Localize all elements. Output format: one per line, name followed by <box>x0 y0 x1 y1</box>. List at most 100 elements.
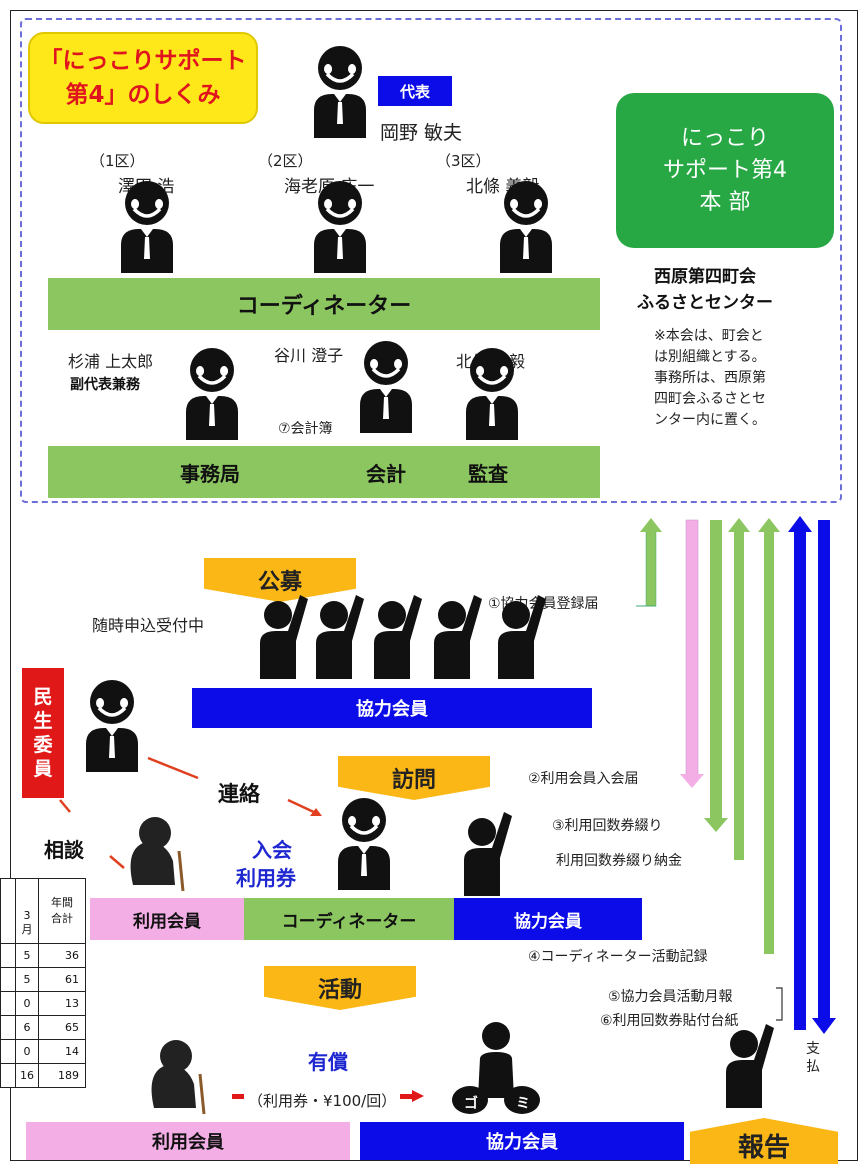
table-cell: 36 <box>38 943 86 968</box>
garbage-worker-figure <box>452 1022 540 1114</box>
partner-members-bar: 協力会員 <box>192 688 592 728</box>
coordinator-figure <box>312 179 368 275</box>
flow-3-label: ③利用回数券綴り <box>552 818 663 834</box>
table-cell: 189 <box>38 1063 86 1088</box>
organization-note: ※本会は、町会と は別組織とする。 事務所は、西原第 四町会ふるさとセ ンター内… <box>654 326 766 431</box>
recruit-figure <box>316 595 364 679</box>
join-label-2: 利用券 <box>236 866 296 890</box>
note-line: 四町会ふるさとセ <box>654 391 766 407</box>
center-line-2: ふるさとセンター <box>637 293 773 313</box>
join-label-1: 入会 <box>252 838 292 862</box>
contact-arrow <box>287 798 319 816</box>
month-line-1: 3 <box>23 909 31 922</box>
contact-label: 連絡 <box>218 782 260 806</box>
secretariat-figure <box>184 346 240 442</box>
representative-badge: 代表 <box>378 76 452 106</box>
representative-name: 岡野 敏夫 <box>380 122 463 144</box>
flow-6-label: ⑥利用回数券貼付台紙 <box>600 1013 739 1029</box>
audit-label: 監査 <box>468 461 508 486</box>
activity-user-bar: 利用会員 <box>26 1122 350 1160</box>
contact-arrow-head <box>310 808 322 816</box>
coordinator-bar: コーディネーター <box>48 278 600 330</box>
welfare-char: 委 <box>33 734 53 756</box>
secretariat-name: 杉浦 上太郎 <box>68 352 154 371</box>
welfare-char: 員 <box>33 758 53 780</box>
center-line-1: 西原第四町会 <box>654 267 756 287</box>
coordinator-figure <box>119 179 175 275</box>
page-frame <box>10 10 858 1161</box>
table-cell: 61 <box>38 967 86 992</box>
flow-5-label: ⑤協力会員活動月報 <box>608 989 733 1005</box>
rate-arrow-head <box>412 1090 424 1102</box>
recruit-figure <box>374 595 422 679</box>
consult-arrow-up <box>59 799 71 813</box>
hq-line-3: 本 部 <box>699 189 751 215</box>
reporter-figure <box>726 1024 774 1108</box>
audit-figure <box>464 346 520 442</box>
headquarters-dashed-region <box>20 18 842 503</box>
contact-arrow-line <box>147 756 199 780</box>
flow-arrows <box>636 516 836 1034</box>
accounting-label: 会計 <box>366 461 406 486</box>
table-cell: 13 <box>38 991 86 1016</box>
table-header-month: 3 月 <box>15 878 39 944</box>
district-1-label: （1区） <box>90 152 145 170</box>
visit-coordinator-figure <box>336 796 392 892</box>
hq-line-1: にっこり <box>680 125 769 151</box>
accounting-name: 谷川 澄子 <box>274 346 344 365</box>
note-line: 事務所は、西原第 <box>654 370 766 386</box>
garbage-char-right: ミ <box>516 1096 530 1112</box>
visit-coordinator-bar: コーディネーター <box>244 898 454 940</box>
table-cell: 0 <box>15 991 39 1016</box>
accepting-label: 随時申込受付中 <box>92 616 205 635</box>
district-3-label: （3区） <box>436 152 491 170</box>
title-badge: 「にっこりサポート 第4」のしくみ <box>28 32 258 124</box>
rate-arrow-body <box>400 1094 414 1099</box>
welfare-commissioner-box: 民 生 委 員 <box>22 668 64 798</box>
paid-label: 有償 <box>308 1050 348 1074</box>
payment-label: 支払 <box>806 1041 820 1075</box>
garbage-char-left: ゴ <box>464 1095 478 1112</box>
welfare-commissioner-figure <box>84 678 140 774</box>
note-line: は別組織とする。 <box>654 349 766 365</box>
table-header-total: 年間 合計 <box>38 878 86 944</box>
flow-2-label: ②利用会員入会届 <box>528 771 639 787</box>
table-cell: 16 <box>15 1063 39 1088</box>
visit-user-bar: 利用会員 <box>90 898 244 940</box>
table-cell: 5 <box>15 967 39 992</box>
activity-partner-bar: 協力会員 <box>360 1122 684 1160</box>
secretariat-role: 副代表兼務 <box>70 377 140 393</box>
rate-label: （利用券・¥100/回） <box>248 1092 397 1110</box>
welfare-char: 民 <box>33 686 53 708</box>
total-line-1: 年間 <box>51 896 73 909</box>
hq-line-2: サポート第4 <box>663 157 787 183</box>
district-2-label: （2区） <box>258 152 313 170</box>
month-line-2: 月 <box>21 923 33 936</box>
recruit-figure <box>434 595 482 679</box>
coordinator-figure <box>498 179 554 275</box>
representative-figure <box>312 44 368 140</box>
office-bar: 事務局 会計 監査 <box>48 446 600 498</box>
consult-label: 相談 <box>44 838 84 862</box>
title-line-1: 「にっこりサポート <box>39 48 247 74</box>
secretariat-label: 事務局 <box>180 461 240 486</box>
welfare-char: 生 <box>33 710 53 732</box>
note-line: ※本会は、町会と <box>654 328 764 344</box>
table-cell: 65 <box>38 1015 86 1040</box>
note-line: ンター内に置く。 <box>654 412 766 428</box>
accounting-figure <box>358 339 414 435</box>
activity-elder-figure <box>150 1038 206 1116</box>
accounting-book-label: ⑦会計簿 <box>278 421 333 437</box>
visit-partner-bar: 協力会員 <box>454 898 642 940</box>
total-line-2: 合計 <box>51 912 73 925</box>
flow-4-label: ④コーディネーター活動記録 <box>528 949 708 965</box>
rate-dash <box>232 1094 244 1099</box>
recruit-figure <box>498 595 546 679</box>
